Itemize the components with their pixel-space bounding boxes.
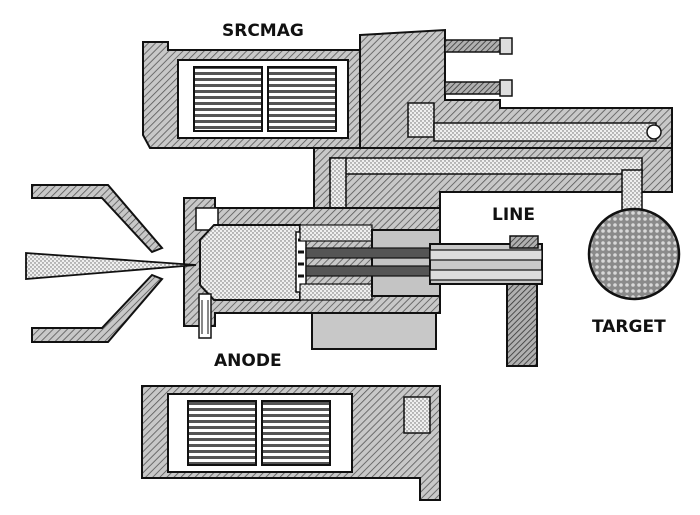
- anode-label: ANODE: [214, 351, 282, 371]
- extraction-cone: [31, 184, 164, 343]
- srcmag-label: SRCMAG: [222, 21, 304, 41]
- source-assembly: [183, 197, 441, 339]
- upper-yoke: [359, 28, 673, 149]
- ion-chamber: [199, 224, 301, 301]
- line-label: LINE: [492, 205, 535, 225]
- anode-pin: [198, 293, 212, 339]
- lower-source-magnet: [141, 385, 441, 501]
- target-label: TARGET: [592, 317, 666, 337]
- lower-coil-left: [187, 400, 257, 466]
- line: LINE: [429, 205, 543, 367]
- target: TARGET: [587, 207, 681, 337]
- upper-insulator: [407, 102, 435, 138]
- upper-coil-right: [267, 66, 337, 132]
- upper-cone-plate: [31, 184, 164, 254]
- lower-coil-right: [261, 400, 331, 466]
- upper-source-magnet: [142, 41, 361, 149]
- upper-coil-left: [193, 66, 263, 132]
- gas-channel: [433, 122, 657, 142]
- line-post: [506, 283, 538, 367]
- lower-cone-plate: [31, 273, 164, 343]
- ion-beam: [25, 252, 197, 280]
- source-base: [311, 312, 437, 350]
